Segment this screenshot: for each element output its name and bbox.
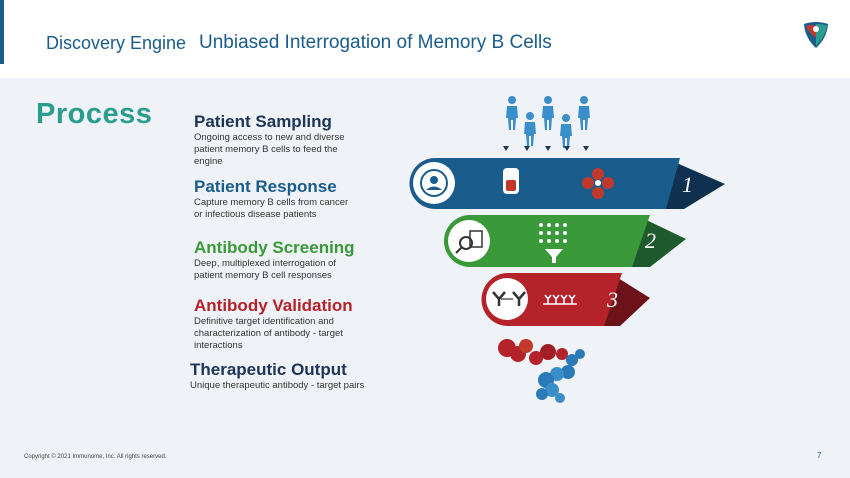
funnel-number-2: 2 (645, 228, 656, 253)
slide-subtitle: Unbiased Interrogation of Memory B Cells (199, 32, 552, 53)
page-title: Process (36, 98, 153, 130)
content-area (0, 78, 850, 478)
section-title: Discovery Engine (46, 33, 187, 53)
funnel-band-2: 2 (444, 215, 686, 267)
step-title-patient-sampling: Patient Sampling (194, 112, 332, 131)
step-desc-patient-sampling: Ongoing access to new and diverse patien… (194, 132, 345, 167)
arrow-down-icon (503, 146, 589, 151)
funnel-band-3: 3 (481, 273, 650, 326)
funnel-number-1: 1 (682, 172, 693, 197)
cells-icon (582, 168, 614, 199)
page-number: 7 (817, 451, 822, 460)
step-desc-therapeutic-output: Unique therapeutic antibody - target pai… (190, 380, 365, 391)
funnel-band-1: 1 (409, 158, 725, 209)
funnel-number-3: 3 (606, 287, 618, 312)
company-logo-icon (804, 22, 828, 48)
people-icon (506, 96, 590, 148)
accent-bar (0, 0, 4, 64)
step-title-antibody-screening: Antibody Screening (194, 238, 355, 257)
step-title-therapeutic-output: Therapeutic Output (190, 360, 347, 379)
step-desc-patient-response: Capture memory B cells from cancer or in… (194, 197, 349, 220)
antibody-protein-structure-icon (498, 339, 585, 403)
step-desc-antibody-screening: Deep, multiplexed interrogation of patie… (194, 258, 337, 281)
sample-grid-icon (539, 223, 567, 263)
step-title-patient-response: Patient Response (194, 177, 337, 196)
antibody-row-icon (543, 294, 577, 305)
copyright-text: Copyright © 2021 Immunome, Inc. All righ… (24, 454, 167, 460)
process-funnel-diagram: 1 2 3 (409, 96, 725, 403)
header (0, 0, 850, 78)
step-desc-antibody-validation: Definitive target identification and cha… (194, 316, 343, 351)
step-title-antibody-validation: Antibody Validation (194, 296, 353, 315)
